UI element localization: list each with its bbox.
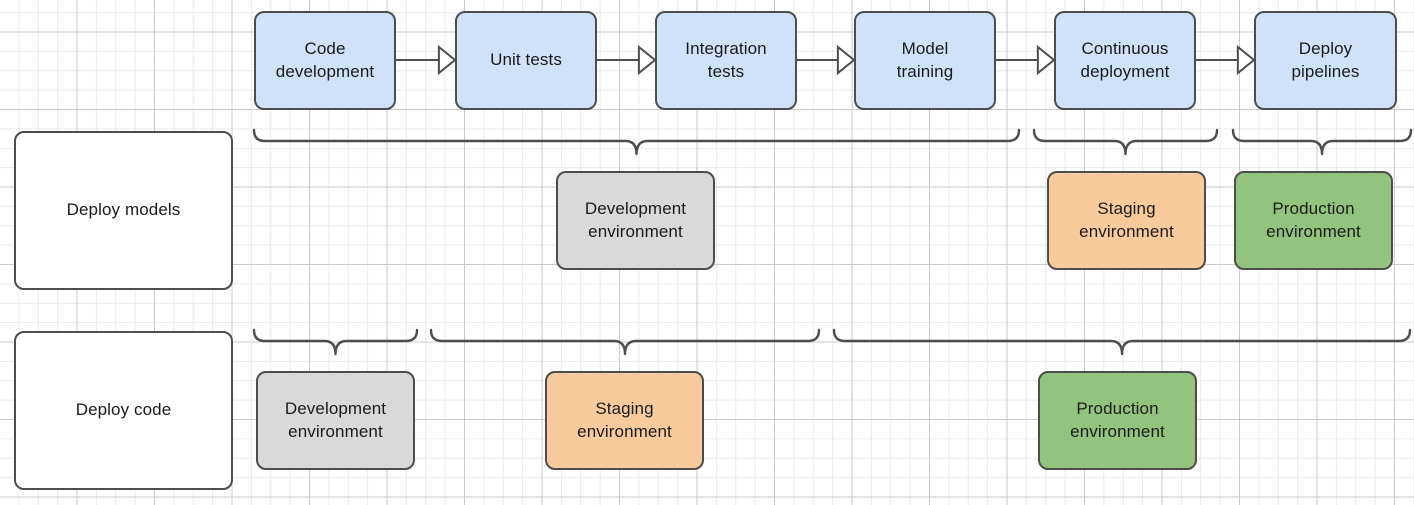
code-staging-environment[interactable]: Staging environment [545, 371, 704, 470]
models-development-environment[interactable]: Development environment [556, 171, 715, 270]
arrow-model-training-to-continuous-deployment [996, 44, 1056, 76]
row-label-deploy-code[interactable]: Deploy code [14, 331, 233, 490]
unit-tests[interactable]: Unit tests [455, 11, 597, 110]
code-development[interactable]: Code development [254, 11, 396, 110]
brace-code-development [252, 328, 419, 356]
row-label-deploy-models[interactable]: Deploy models [14, 131, 233, 290]
brace-code-production [832, 328, 1412, 356]
brace-code-staging [429, 328, 821, 356]
deploy-pipelines[interactable]: Deploy pipelines [1254, 11, 1397, 110]
brace-models-production [1231, 128, 1413, 156]
models-production-environment[interactable]: Production environment [1234, 171, 1393, 270]
brace-models-development [252, 128, 1021, 156]
models-staging-environment[interactable]: Staging environment [1047, 171, 1206, 270]
arrow-code-development-to-unit-tests [396, 44, 457, 76]
continuous-deployment[interactable]: Continuous deployment [1054, 11, 1196, 110]
arrow-continuous-deployment-to-deploy-pipelines [1196, 44, 1256, 76]
code-production-environment[interactable]: Production environment [1038, 371, 1197, 470]
model-training[interactable]: Model training [854, 11, 996, 110]
code-development-environment[interactable]: Development environment [256, 371, 415, 470]
arrow-integration-tests-to-model-training [797, 44, 856, 76]
arrow-unit-tests-to-integration-tests [597, 44, 657, 76]
integration-tests[interactable]: Integration tests [655, 11, 797, 110]
brace-models-staging [1032, 128, 1219, 156]
